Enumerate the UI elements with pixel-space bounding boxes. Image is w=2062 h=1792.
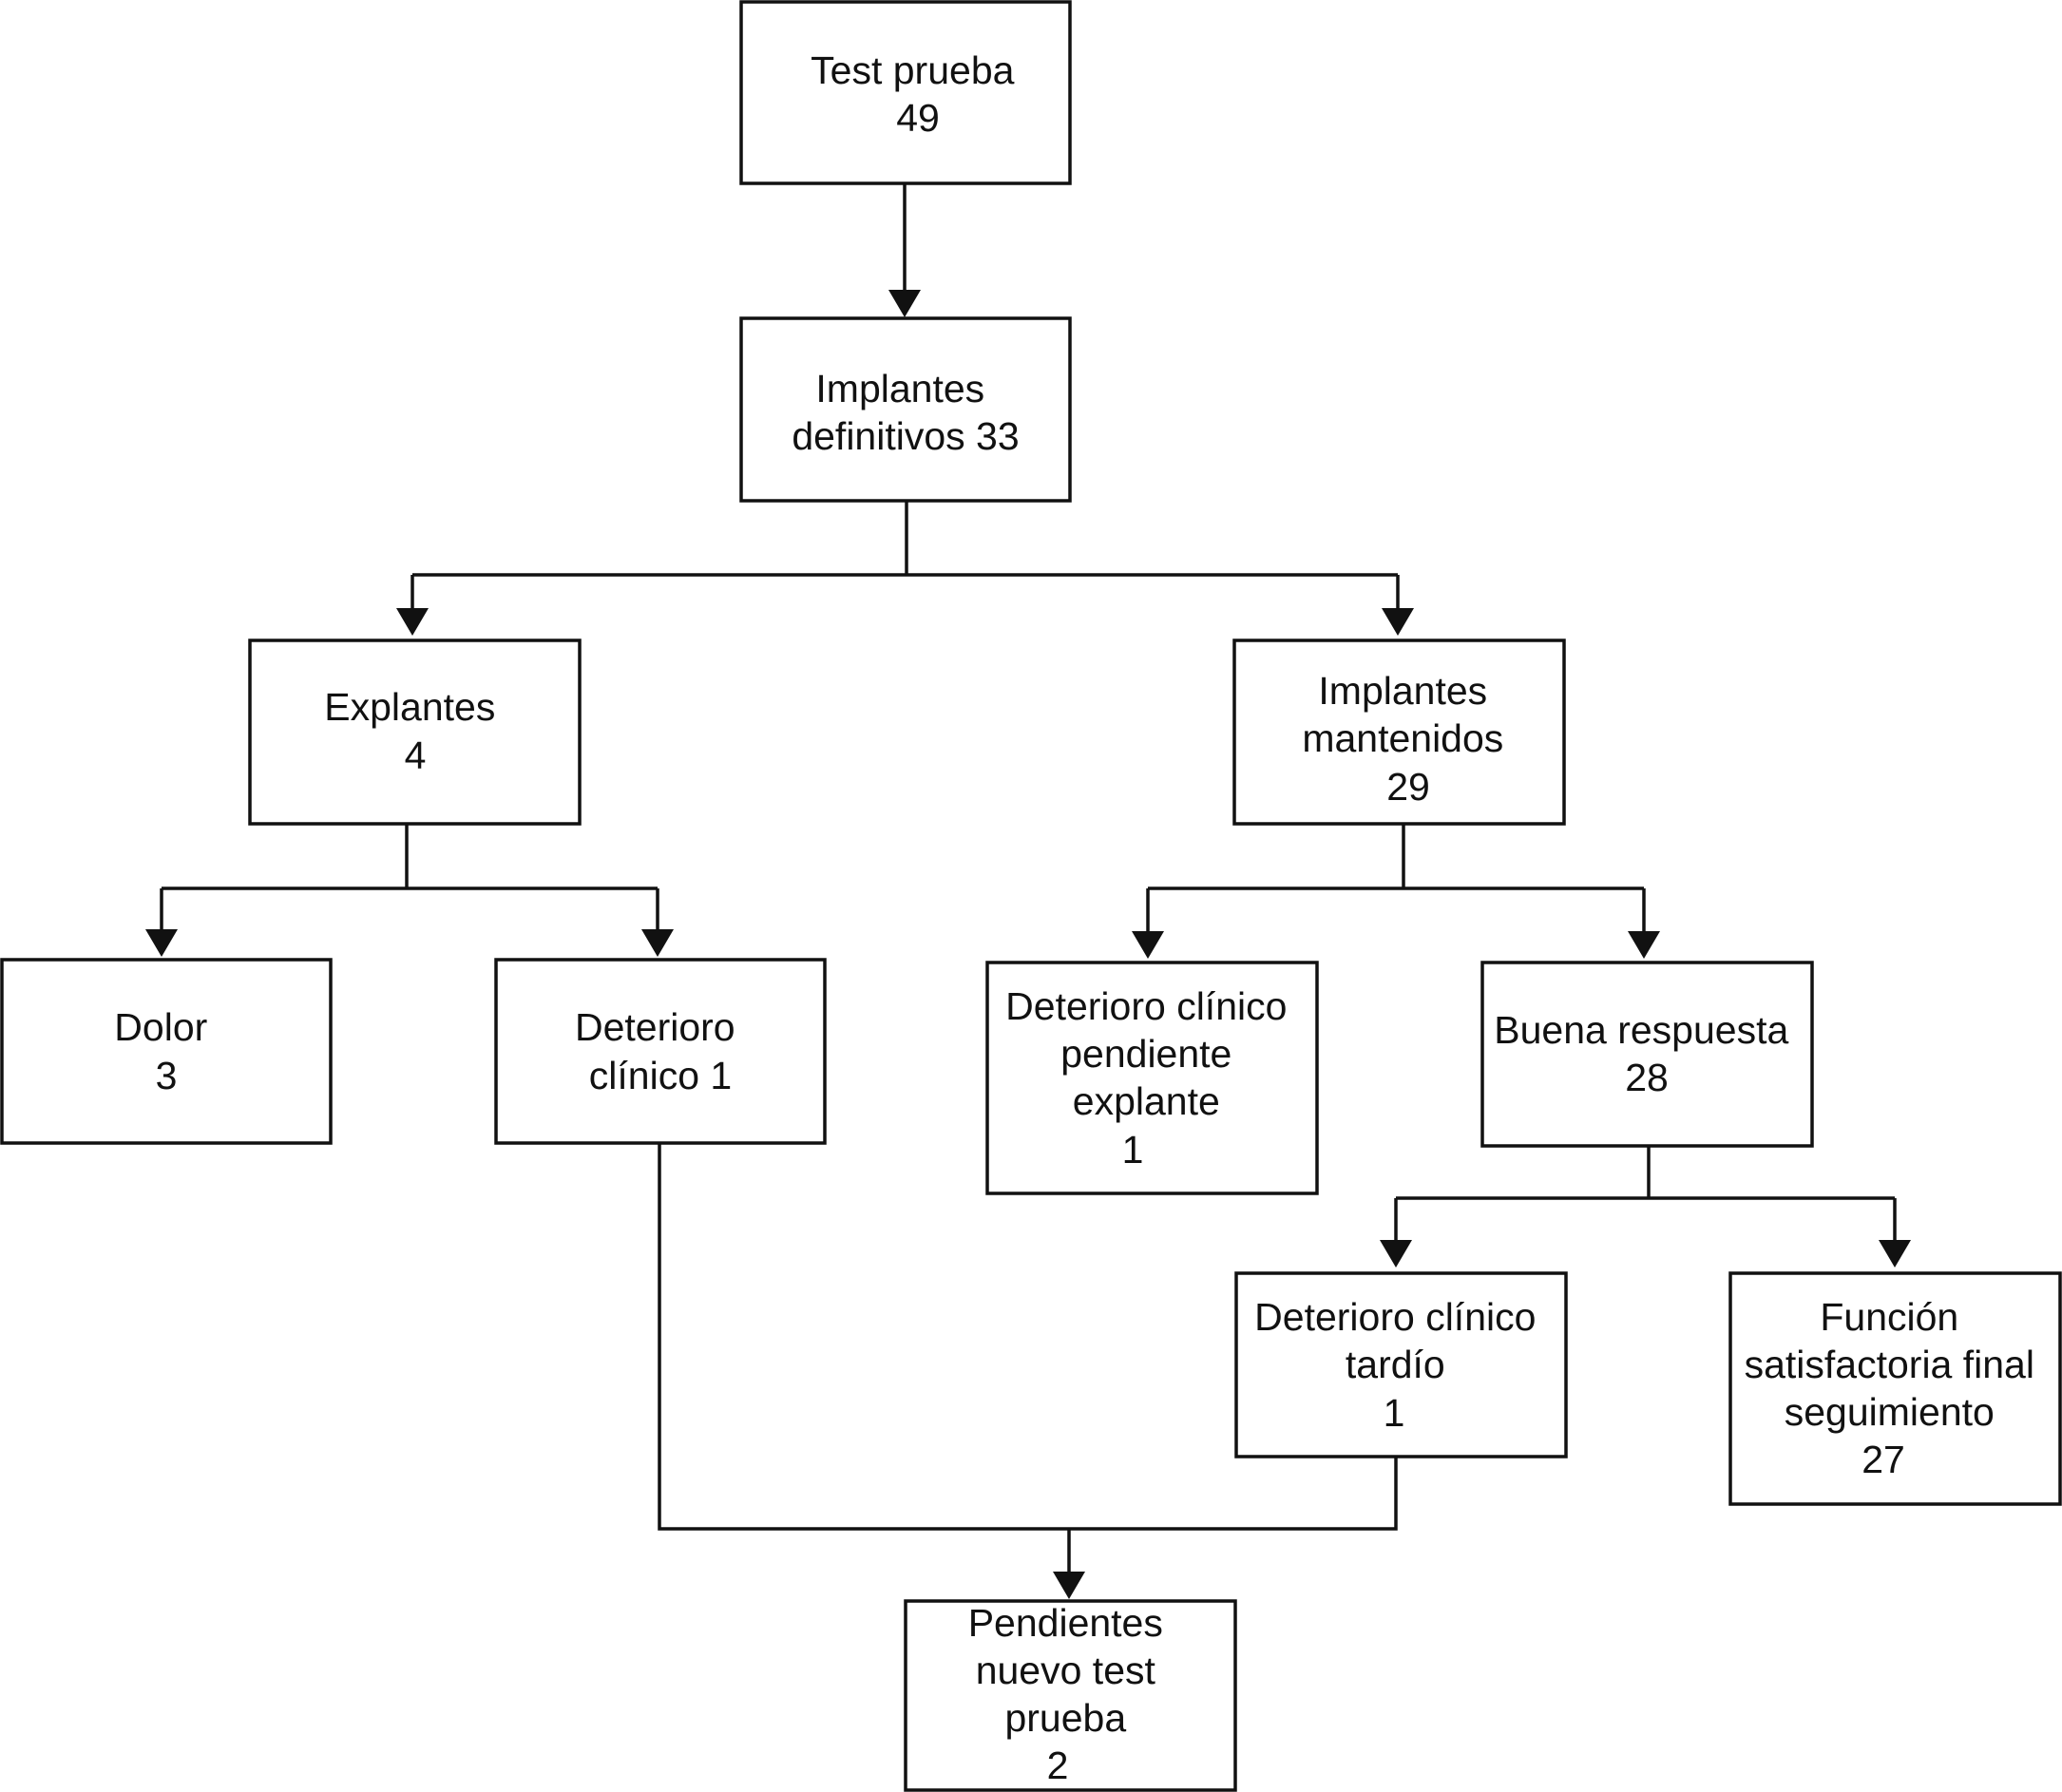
node-line: Implantes [815, 367, 984, 410]
node-line: pendiente [1060, 1032, 1231, 1076]
svg-text:Deterioro clínico pendie: Deterioro clínico pendiente explante 1 [1005, 984, 1298, 1172]
arrowhead-buena-respuesta [1628, 931, 1660, 959]
svg-text:Explantes 4: Explantes 4 [324, 685, 506, 777]
node-line: 4 [405, 734, 427, 777]
node-line: Deterioro clínico [1005, 984, 1287, 1028]
node-box [739, 316, 1072, 503]
node-line: 27 [1862, 1438, 1905, 1481]
node-buena-respuesta: Buena respuesta 28 [1480, 961, 1814, 1148]
node-funcion-satisfactoria: Función satisfactoria final seguimiento … [1728, 1271, 2062, 1506]
node-line: clínico 1 [589, 1054, 732, 1097]
edge-buena-split [1394, 1146, 1897, 1240]
node-line: mantenidos [1302, 716, 1503, 760]
arrowhead-definitivos [888, 290, 921, 317]
node-line: seguimiento [1785, 1390, 1995, 1434]
node-line: tardío [1346, 1343, 1445, 1386]
node-box [1234, 1271, 1568, 1458]
node-line: Implantes [1318, 669, 1487, 713]
svg-text:Pendientes nuevo test: Pendientes nuevo test prueba 2 [968, 1601, 1174, 1787]
edges [145, 183, 1911, 1599]
arrowhead-mantenidos [1382, 608, 1414, 636]
node-line: 2 [1047, 1744, 1069, 1787]
node-line: 1 [1122, 1128, 1144, 1172]
arrowhead-pendientes [1053, 1572, 1085, 1599]
node-box [494, 958, 827, 1145]
node-line: Dolor [114, 1005, 207, 1049]
edge-merge-pendientes [658, 1143, 1398, 1572]
node-box [904, 1599, 1237, 1792]
arrowhead-deterioro-clinico [641, 929, 674, 957]
node-implantes-mantenidos: Implantes mantenidos 29 [1232, 639, 1566, 826]
svg-text:Función satisfactoria fi: Función satisfactoria final seguimiento … [1745, 1295, 2046, 1481]
arrowhead-pendiente-explante [1132, 931, 1164, 959]
node-line: Test prueba [811, 48, 1014, 92]
node-line: 1 [1384, 1391, 1405, 1435]
arrowhead-explantes [396, 608, 429, 636]
node-line: Pendientes [968, 1601, 1163, 1645]
arrowhead-deterioro-tardio [1380, 1240, 1412, 1268]
node-line: Deterioro clínico [1254, 1295, 1536, 1339]
svg-text:Implantes mantenidos: Implantes mantenidos 29 [1302, 669, 1514, 809]
svg-text:Deterioro clínico 1: Deterioro clínico 1 [575, 1005, 746, 1097]
edge-definitivos-split [410, 501, 1400, 608]
svg-text:Buena respuesta 28: Buena respuesta 28 [1494, 1008, 1799, 1099]
node-line: Buena respuesta [1494, 1008, 1788, 1052]
node-line: 49 [896, 96, 940, 140]
edge-explantes-split [160, 824, 659, 929]
node-box [0, 958, 333, 1145]
svg-text:Deterioro clínico tardío: Deterioro clínico tardío 1 [1254, 1295, 1547, 1435]
node-deterioro-tardio: Deterioro clínico tardío 1 [1234, 1271, 1568, 1458]
node-line: 28 [1625, 1056, 1669, 1099]
node-line: nuevo test [976, 1649, 1156, 1692]
node-box [1728, 1271, 2062, 1506]
node-box [985, 961, 1319, 1195]
arrowhead-funcion [1879, 1240, 1911, 1268]
node-line: Deterioro [575, 1005, 735, 1049]
node-line: Función [1820, 1295, 1958, 1339]
node-line: explante [1073, 1079, 1220, 1123]
node-deterioro-pendiente-explante: Deterioro clínico pendiente explante 1 [985, 961, 1319, 1195]
edge-mantenidos-split [1146, 824, 1646, 931]
svg-text:Dolor 3: Dolor 3 [114, 1005, 218, 1097]
node-implantes-definitivos: Implantes definitivos 33 [739, 316, 1072, 503]
node-line: prueba [1004, 1696, 1126, 1740]
node-test-prueba: Test prueba 49 [739, 0, 1072, 185]
arrowhead-dolor [145, 929, 178, 957]
node-explantes: Explantes 4 [248, 639, 582, 826]
svg-text:Test prueba 49: Test prueba 49 [811, 48, 1025, 140]
node-pendientes-nuevo-test: Pendientes nuevo test prueba 2 [904, 1599, 1237, 1792]
node-box [739, 0, 1072, 185]
node-line: Explantes [324, 685, 495, 729]
node-line: definitivos 33 [792, 414, 1019, 458]
node-box [248, 639, 582, 826]
node-deterioro-clinico: Deterioro clínico 1 [494, 958, 827, 1145]
svg-text:Implantes definitivos 33: Implantes definitivos 33 [792, 367, 1019, 458]
node-box [1480, 961, 1814, 1148]
node-line: satisfactoria final [1745, 1343, 2034, 1386]
node-dolor: Dolor 3 [0, 958, 333, 1145]
node-line: 29 [1386, 765, 1430, 809]
node-line: 3 [156, 1054, 178, 1097]
node-box [1232, 639, 1566, 826]
